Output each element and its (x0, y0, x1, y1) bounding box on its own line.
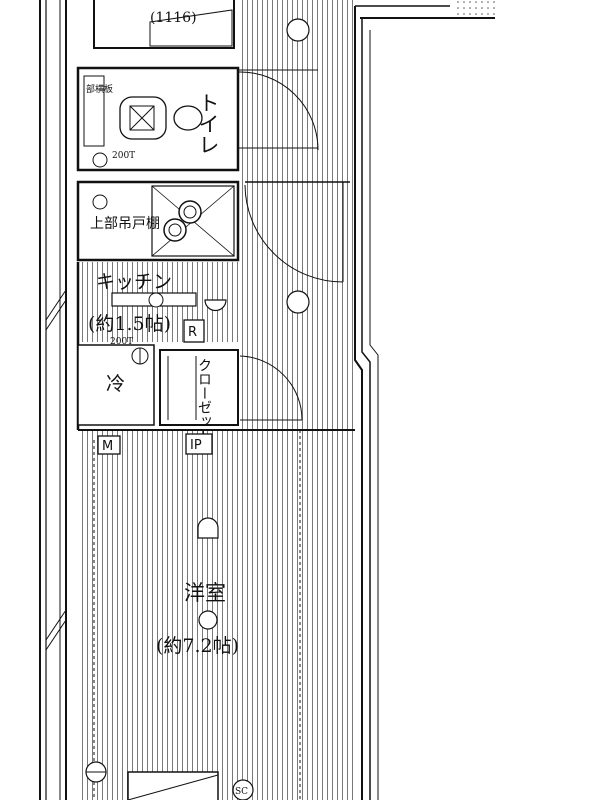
ceiling-light-icon (286, 290, 310, 314)
bath-room: 上部吊戸棚 (76, 180, 240, 262)
ip-box (185, 433, 213, 455)
western-room-size: (約7.2帖) (156, 635, 239, 657)
ceiling-light-icon (286, 18, 310, 42)
ac-outlet-icon (197, 517, 219, 539)
closet-label: クローゼット (196, 358, 212, 442)
kitchen-size: (約1.5帖) (88, 313, 171, 335)
ip-symbol: IP (190, 438, 202, 453)
meter-box (97, 435, 121, 455)
western-room: M IP 洋室 (約7.2帖) SC (85, 430, 301, 800)
toilet-label: トイレ (196, 92, 220, 155)
balcony-edge (355, 0, 495, 19)
sc-symbol-icon (232, 779, 254, 800)
kitchen-label: キッチン (96, 271, 172, 293)
kitchen-small-label: 200T (110, 337, 133, 347)
closet-door (237, 352, 303, 425)
outer-wall-left (39, 0, 67, 800)
toilet-door (237, 69, 319, 151)
kitchen-area: キッチン (約1.5帖) R 200T (76, 262, 227, 430)
toilet-room: 200T 部横板 トイレ (76, 66, 240, 172)
bath-label: 上部吊戸棚 (90, 216, 160, 232)
fridge-space: 冷 (77, 344, 155, 426)
breaker-symbol: R (188, 325, 197, 340)
corridor-floor (238, 0, 353, 430)
breaker-box (183, 319, 205, 343)
closet: クローゼット (159, 349, 239, 442)
western-room-label: 洋室 (184, 581, 226, 605)
top-room-label: (1116) (150, 10, 197, 26)
bath-outlet-icon (92, 194, 108, 210)
kitchen-light-icon (148, 292, 164, 308)
top-room: (1116) (93, 0, 235, 49)
bath-door (244, 181, 350, 283)
fridge-label: 冷 (106, 373, 125, 395)
toilet-outlet-icon (92, 152, 108, 168)
outer-wall-right (354, 6, 379, 800)
sc-symbol: SC (235, 787, 248, 797)
toilet-small-label: 200T (112, 151, 135, 161)
western-room-light-icon (198, 610, 218, 630)
western-room-floor (78, 430, 355, 800)
washroom-sign: 部横板 (86, 83, 113, 95)
meter-symbol: M (102, 439, 113, 454)
